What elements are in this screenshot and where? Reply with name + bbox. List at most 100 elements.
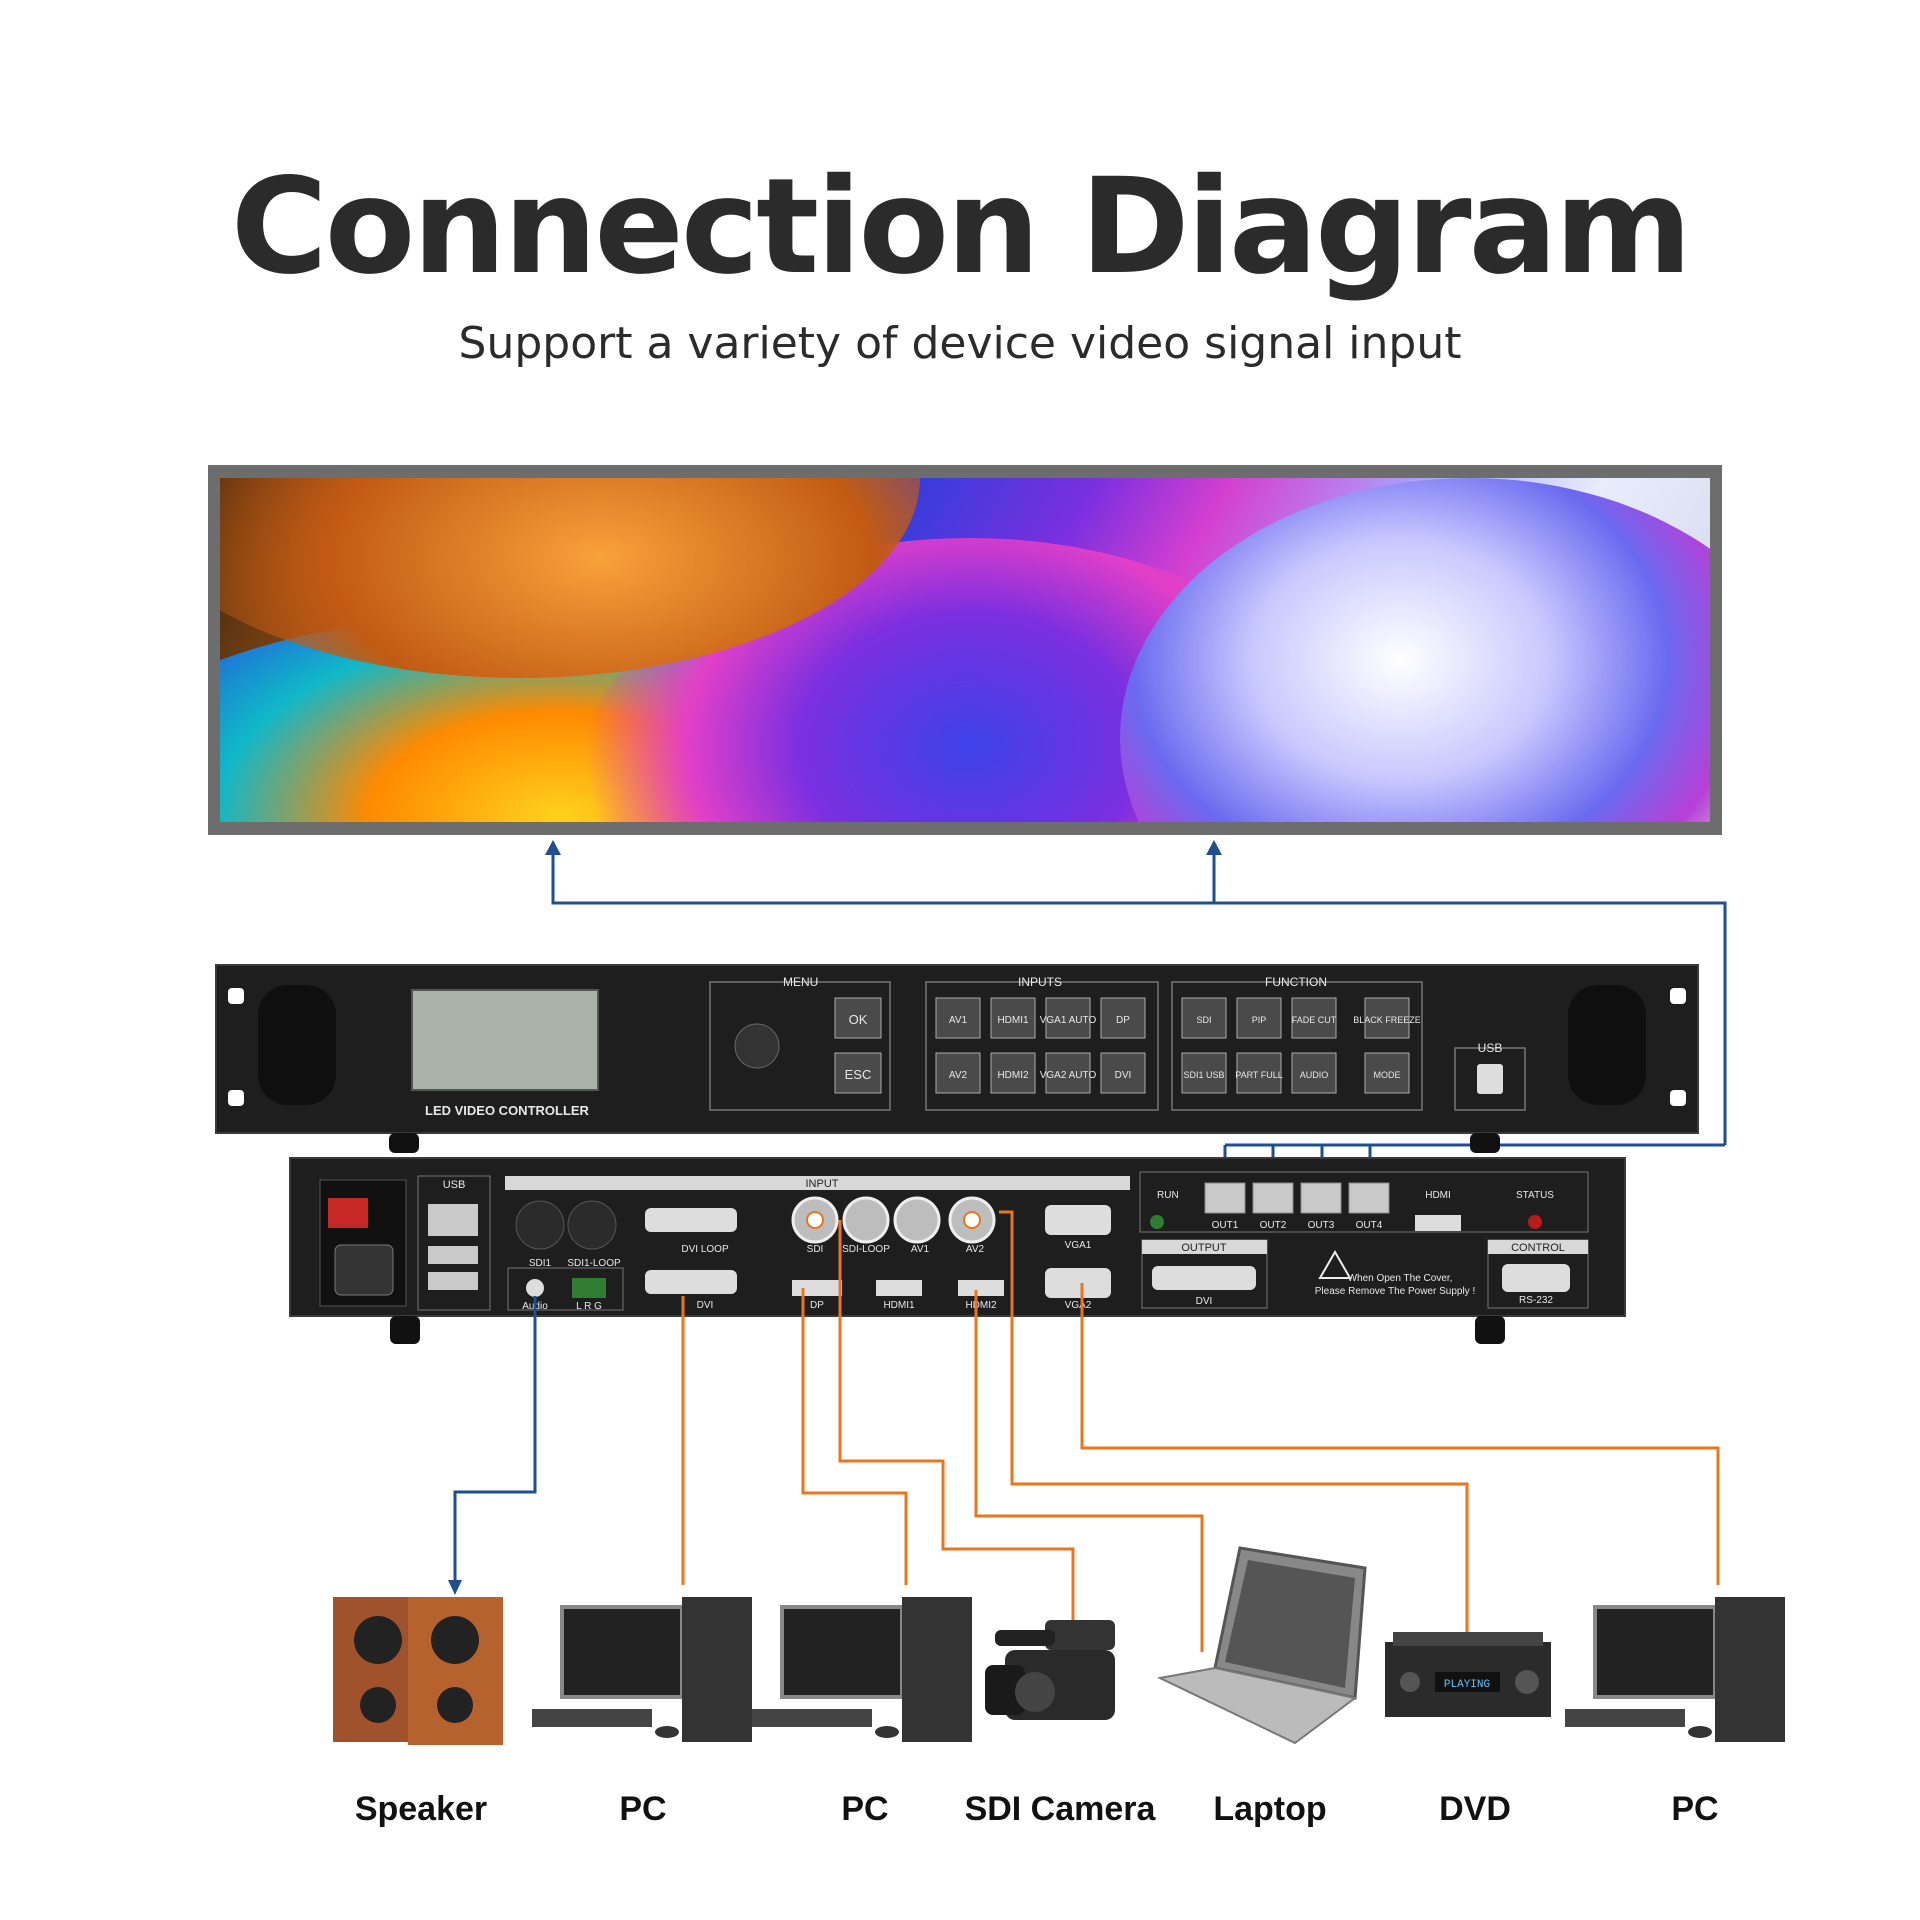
front-usb-label: USB <box>1478 1041 1503 1055</box>
input-button[interactable] <box>990 997 1036 1039</box>
input-button[interactable] <box>1100 1052 1146 1094</box>
sdi-loop-port[interactable] <box>842 1196 890 1244</box>
menu-group-label: MENU <box>783 975 818 989</box>
dp-label: DP <box>810 1300 824 1311</box>
dvi-input-port[interactable] <box>645 1270 737 1294</box>
function-button[interactable] <box>1181 997 1227 1039</box>
vga1-port[interactable] <box>1045 1205 1111 1235</box>
warning-line2: Please Remove The Power Supply ! <box>1315 1286 1475 1297</box>
hdmi1-port[interactable] <box>876 1280 922 1296</box>
usb-port-2[interactable] <box>428 1272 478 1290</box>
vga2-port[interactable] <box>1045 1268 1111 1298</box>
output-port-label: OUT3 <box>1308 1220 1335 1231</box>
input-button[interactable] <box>935 1052 981 1094</box>
device-label: PC <box>1671 1790 1719 1828</box>
front-label: LED VIDEO CONTROLLER <box>425 1103 590 1118</box>
input-connection-lines <box>681 1210 1720 1652</box>
output-dvi-label: DVI <box>1196 1296 1213 1307</box>
audio-connection-line <box>453 1296 537 1585</box>
av1-label: AV1 <box>911 1244 930 1255</box>
function-button[interactable] <box>1364 1052 1410 1094</box>
rj45-output-port[interactable] <box>1252 1182 1294 1214</box>
page-subtitle: Support a variety of device video signal… <box>458 318 1462 369</box>
ok-button[interactable] <box>834 997 882 1039</box>
dvi-output-port[interactable] <box>1152 1266 1256 1290</box>
sdi1-port[interactable] <box>515 1200 565 1250</box>
power-socket <box>334 1244 394 1296</box>
device-label: Speaker <box>354 1790 488 1828</box>
run-led <box>1150 1215 1164 1229</box>
function-button-label: SDI <box>1196 1015 1211 1025</box>
laptop-icon <box>1156 1546 1367 1745</box>
function-button-label: MODE <box>1374 1070 1401 1080</box>
arrow-up-icon <box>1206 840 1222 855</box>
sdi-loop-label: SDI-LOOP <box>842 1244 890 1255</box>
dvi-label: DVI <box>697 1300 714 1311</box>
input-button-label: AV2 <box>949 1070 968 1081</box>
function-button[interactable] <box>1181 1052 1227 1094</box>
device-label: Laptop <box>1213 1790 1327 1828</box>
device-label: PC <box>841 1790 889 1828</box>
status-led <box>1528 1215 1542 1229</box>
input-button[interactable] <box>990 1052 1036 1094</box>
sdi1-label: SDI1 <box>529 1258 552 1269</box>
dvi-loop-port[interactable] <box>645 1208 737 1232</box>
function-group-label: FUNCTION <box>1265 975 1327 989</box>
run-label: RUN <box>1157 1190 1179 1201</box>
controller-rear-panel: USB INPUT SDI1 SDI1-LOOP Audio L R G DVI… <box>289 1157 1626 1344</box>
device-label: PC <box>619 1790 667 1828</box>
input-button-label: HDMI1 <box>997 1015 1029 1026</box>
rj45-output-port[interactable] <box>1300 1182 1342 1214</box>
esc-button[interactable] <box>834 1052 882 1094</box>
device-label: DVD <box>1439 1790 1511 1828</box>
function-button[interactable] <box>1236 997 1282 1039</box>
power-switch[interactable] <box>328 1198 368 1228</box>
function-button[interactable] <box>1291 1052 1337 1094</box>
dp-port[interactable] <box>792 1280 842 1296</box>
input-button-label: HDMI2 <box>997 1070 1029 1081</box>
audio-jack[interactable] <box>526 1279 544 1297</box>
input-button[interactable] <box>1045 997 1091 1039</box>
av2-label: AV2 <box>966 1244 985 1255</box>
function-button-label: AUDIO <box>1300 1070 1329 1080</box>
rj45-output-port[interactable] <box>1204 1182 1246 1214</box>
av1-port[interactable] <box>893 1196 941 1244</box>
usb-port-1[interactable] <box>428 1246 478 1264</box>
hdmi-out-port[interactable] <box>1415 1215 1461 1231</box>
rs232-label: RS-232 <box>1519 1295 1553 1306</box>
input-button[interactable] <box>935 997 981 1039</box>
function-button[interactable] <box>1364 997 1410 1039</box>
output-group-label: OUTPUT <box>1181 1242 1227 1254</box>
input-button-label: DVI <box>1115 1070 1132 1081</box>
lan-port[interactable] <box>428 1204 478 1236</box>
lrg-label: L R G <box>576 1301 602 1312</box>
desktop-pc-icon <box>532 1597 752 1742</box>
video-camera-icon <box>985 1620 1115 1720</box>
rs232-port[interactable] <box>1502 1264 1570 1292</box>
rj45-output-port[interactable] <box>1348 1182 1390 1214</box>
output-port-label: OUT1 <box>1212 1220 1239 1231</box>
function-button[interactable] <box>1291 997 1337 1039</box>
input-group-label: INPUT <box>806 1178 839 1190</box>
esc-button-label: ESC <box>845 1067 872 1082</box>
rear-usb-label: USB <box>443 1179 466 1191</box>
output-port-label: OUT4 <box>1356 1220 1383 1231</box>
hdmi2-port[interactable] <box>958 1280 1004 1296</box>
menu-knob[interactable] <box>734 1023 780 1069</box>
function-button-label: PIP <box>1252 1015 1267 1025</box>
input-button[interactable] <box>1045 1052 1091 1094</box>
input-button[interactable] <box>1100 997 1146 1039</box>
sdi1-loop-port[interactable] <box>567 1200 617 1250</box>
usb-port[interactable] <box>1477 1064 1503 1094</box>
function-button-label: BLACK FREEZE <box>1353 1015 1421 1025</box>
arrow-down-icon <box>448 1580 462 1595</box>
function-button[interactable] <box>1236 1052 1282 1094</box>
audio-terminal[interactable] <box>572 1278 606 1298</box>
ok-button-label: OK <box>849 1012 868 1027</box>
vga1-label: VGA1 <box>1065 1240 1092 1251</box>
function-button-label: SDI1 USB <box>1183 1070 1224 1080</box>
